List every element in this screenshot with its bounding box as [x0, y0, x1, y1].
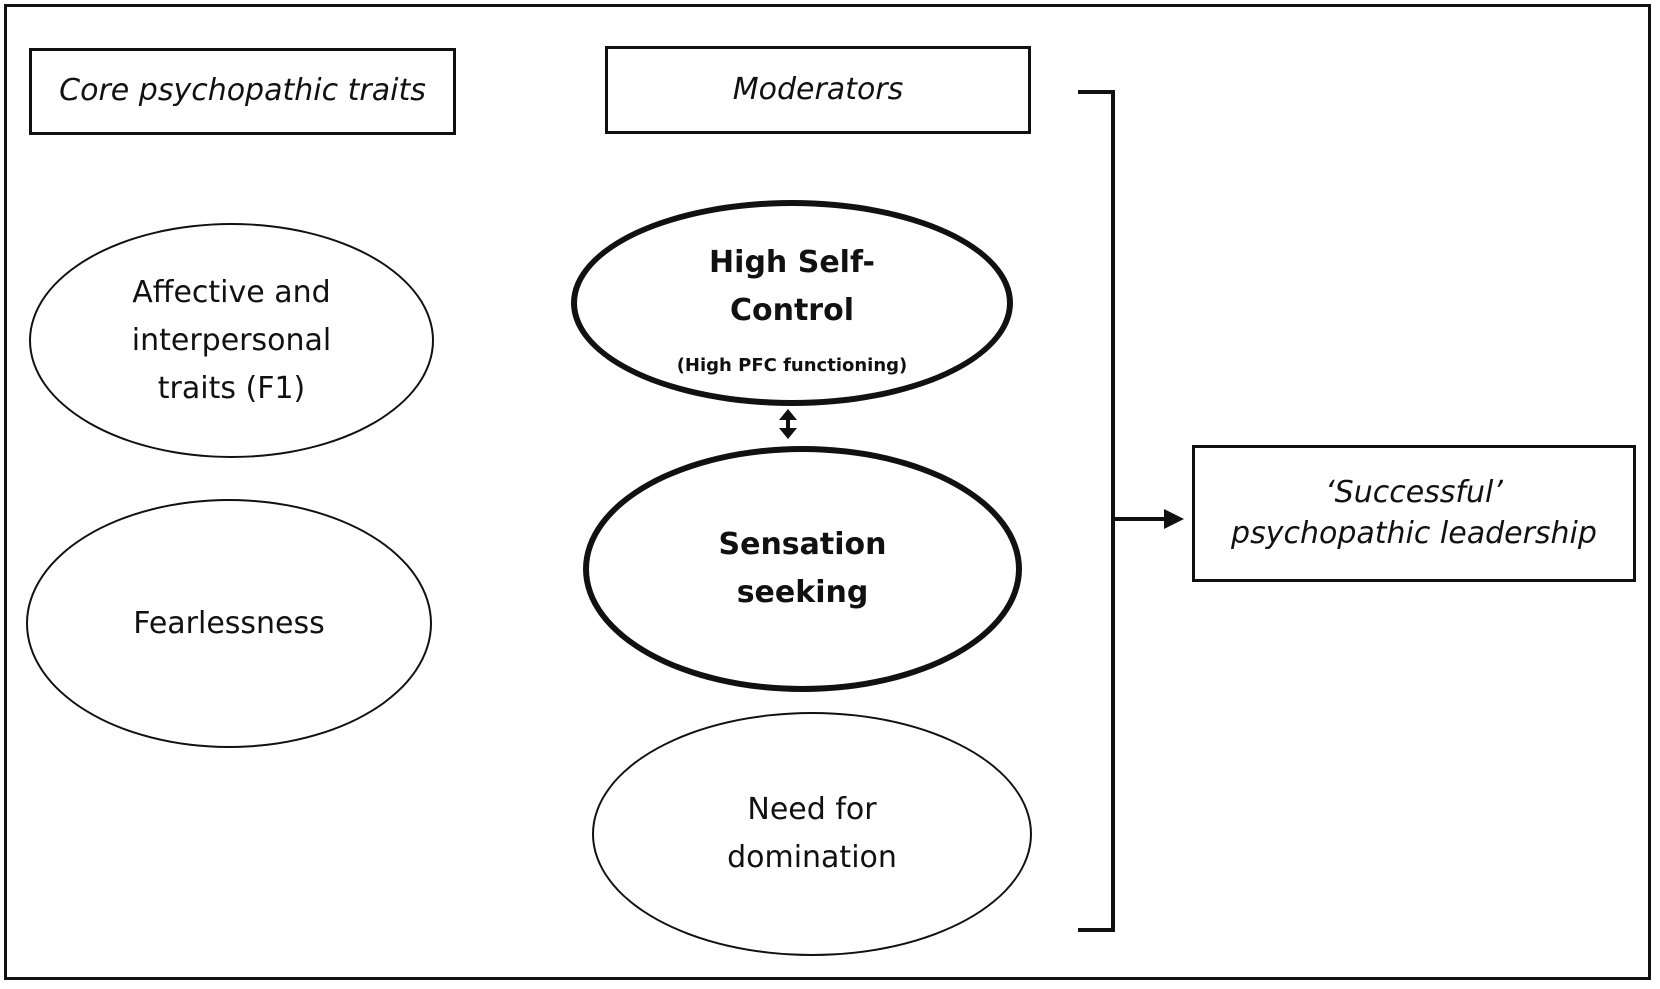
sensation-seeking-label: Sensation seeking — [718, 527, 887, 610]
need-for-domination-label: Need for domination — [727, 792, 897, 875]
high-self-control-ellipse: High Self-Control (High PFC functioning) — [571, 200, 1013, 406]
affective-interpersonal-label: Affective and interpersonal traits (F1) — [131, 274, 332, 406]
bidirectional-arrow — [779, 409, 797, 439]
affective-interpersonal-ellipse: Affective and interpersonal traits (F1) — [29, 223, 434, 458]
moderators-header: Moderators — [605, 46, 1031, 134]
successful-leadership-label: ‘Successful’ psychopathic leadership — [1231, 475, 1597, 551]
fearlessness-ellipse: Fearlessness — [26, 499, 432, 748]
high-pfc-functioning-label: (High PFC functioning) — [676, 355, 908, 377]
need-for-domination-ellipse: Need for domination — [592, 712, 1032, 956]
sensation-seeking-ellipse: Sensation seeking — [583, 446, 1022, 692]
moderators-bracket — [1078, 90, 1115, 932]
high-self-control-label: High Self-Control — [709, 245, 875, 329]
core-traits-header-text: Core psychopathic traits — [59, 73, 426, 109]
core-traits-header: Core psychopathic traits — [29, 48, 456, 135]
diagram-frame — [4, 4, 1651, 980]
successful-leadership-box: ‘Successful’ psychopathic leadership — [1192, 445, 1636, 582]
moderators-header-text: Moderators — [732, 71, 904, 107]
outcome-arrow — [1113, 509, 1184, 529]
fearlessness-label: Fearlessness — [133, 605, 325, 641]
